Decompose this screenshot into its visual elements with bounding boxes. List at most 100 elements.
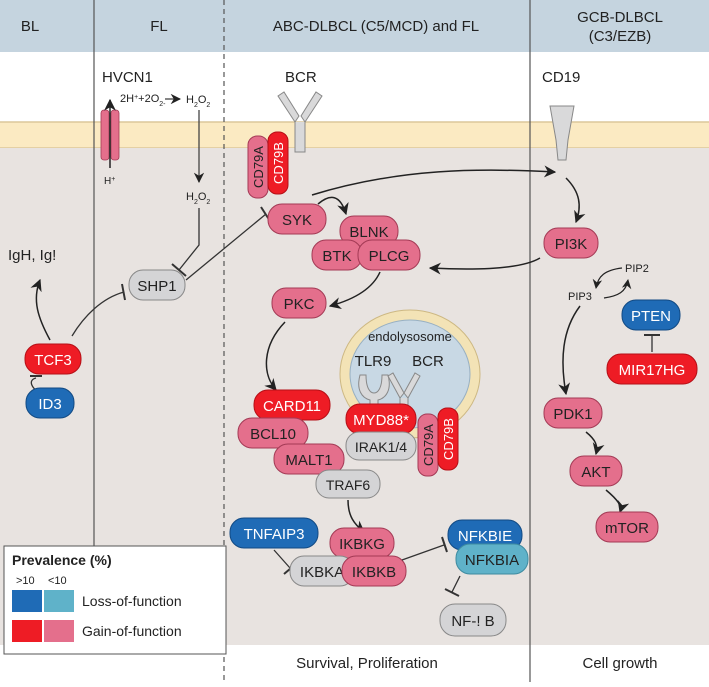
node-tnfaip3-label: TNFAIP3: [244, 526, 305, 543]
tcf3-inhibits-shp1: [71, 291, 125, 337]
column-header-gcb-line2: (C3/EZB): [589, 28, 652, 45]
tnfaip3-inhibits-ikbka: [273, 549, 291, 569]
node-tcf3: [24, 343, 82, 375]
pdk1-to-akt-arrow: [585, 431, 605, 456]
legend-swatch-gof-high: [12, 620, 42, 642]
pkc-to-card11-arrow: [264, 321, 286, 391]
survival-output: Survival, Proliferation: [296, 655, 438, 672]
tlr9-receptor-icon: [358, 374, 390, 421]
node-id3: [25, 387, 75, 419]
endolysosome-tlr9-label: TLR9: [355, 353, 392, 370]
node-cd79a-endo-label: CD79A: [421, 424, 436, 466]
node-pten-label: PTEN: [631, 308, 671, 325]
node-ikbka-label: IKBKA: [300, 564, 344, 581]
hvcn1-label: HVCN1: [102, 69, 153, 86]
h2o2-inhibits-shp1: [178, 208, 200, 271]
legend-swatch-lof-low: [44, 590, 74, 612]
pip3-to-pdk1-arrow: [558, 305, 581, 396]
nfkbi-nfkb-bar: [444, 588, 460, 597]
cd19-to-pi3k-arrow: [565, 177, 586, 224]
ros-reaction: 2H++2O2-: [120, 93, 166, 108]
cd19-receptor-icon: [549, 105, 575, 161]
legend-swatch-lof-high: [12, 590, 42, 612]
node-bcl10: [237, 417, 309, 449]
igh-output: IgH, Ig!: [8, 247, 56, 264]
pip2-to-pip3-arrow: [592, 267, 623, 289]
endolysosome-label: endolysosome: [368, 329, 452, 344]
column-header-bl: BL: [21, 18, 39, 35]
node-cd79b-endo: [437, 407, 459, 471]
node-traf6-label: TRAF6: [326, 477, 371, 493]
legend-swatch-gof-low: [44, 620, 74, 642]
pip2-label: PIP2: [625, 263, 649, 275]
legend-low-header: <10: [48, 575, 67, 587]
node-akt: [569, 455, 623, 487]
node-plcg: [357, 239, 421, 271]
node-traf6: [315, 469, 381, 499]
node-irak-label: IRAK1/4: [355, 439, 407, 455]
ikk-inhibits-nfkbi: [401, 544, 445, 561]
node-tcf3-label: TCF3: [34, 352, 72, 369]
node-blnk-label: BLNK: [349, 224, 388, 241]
legend-high-header: >10: [16, 575, 35, 587]
node-card11-label: CARD11: [263, 398, 321, 415]
node-ikbkb: [341, 555, 407, 587]
node-akt-label: AKT: [581, 464, 610, 481]
column-header-abc: ABC-DLBCL (C5/MCD) and FL: [273, 18, 479, 35]
node-mir17hg-label: MIR17HG: [619, 362, 686, 379]
node-cd79b: [267, 131, 289, 195]
node-pten: [621, 299, 681, 331]
node-nfkbie-label: NFKBIE: [458, 528, 512, 545]
shp1-inhibits-syk: [185, 213, 267, 281]
node-cd79b-endo-label: CD79B: [441, 418, 456, 460]
h2o2-inhibit-bar: [171, 263, 187, 277]
node-mtor: [595, 511, 659, 543]
node-shp1-label: SHP1: [137, 278, 176, 295]
node-pi3k: [543, 227, 599, 259]
node-nfkbia-label: NFKBIA: [465, 552, 519, 569]
legend-lof-label: Loss-of-function: [82, 593, 182, 609]
nfkbi-inhibits-nfkb: [451, 575, 461, 593]
h2o2-top: H2O2: [186, 94, 210, 109]
node-myd88-label: MYD88*: [353, 412, 409, 429]
pip3-to-pip2-arrow: [603, 279, 632, 299]
node-pi3k-label: PI3K: [555, 236, 588, 253]
node-nfkb: [439, 603, 507, 637]
endolysosome-bcr-label: BCR: [412, 353, 444, 370]
node-ikbkb-label: IKBKB: [352, 564, 396, 581]
node-ikbkg-label: IKBKG: [339, 536, 385, 553]
node-pkc-label: PKC: [284, 296, 315, 313]
ikk-nfkbi-bar: [441, 536, 448, 553]
pip3-label: PIP3: [568, 291, 592, 303]
node-pdk1: [543, 397, 603, 429]
prevalence-legend: Prevalence (%) >10 <10 Loss-of-function …: [3, 545, 227, 655]
growth-output: Cell growth: [582, 655, 657, 672]
pi3k-to-plcg-arrow: [428, 257, 541, 275]
h2o2-bottom: H2O2: [186, 191, 210, 206]
node-malt1: [273, 443, 345, 475]
node-mtor-label: mTOR: [605, 520, 649, 537]
node-malt1-label: MALT1: [285, 452, 332, 469]
column-header-gcb-line1: GCB-DLBCL: [577, 9, 663, 26]
node-nfkbia: [455, 543, 529, 575]
node-mir17hg: [606, 353, 698, 385]
node-id3-label: ID3: [38, 396, 61, 413]
node-cd79b-label: CD79B: [271, 142, 286, 184]
plcg-to-pkc-arrow: [328, 271, 381, 309]
syk-to-cd19-arrow: [311, 165, 557, 196]
node-syk-label: SYK: [282, 212, 312, 229]
syk-to-blnk-arrow: [317, 196, 349, 216]
node-nfkb-label: NF-! B: [451, 613, 494, 630]
header-band: [0, 0, 709, 52]
tcf3-shp1-bar: [121, 283, 126, 301]
node-shp1: [128, 269, 186, 301]
column-header-fl: FL: [150, 18, 168, 35]
legend-gof-label: Gain-of-function: [82, 623, 182, 639]
bcr-label: BCR: [285, 69, 317, 86]
node-tnfaip3: [229, 517, 319, 549]
node-irak: [345, 431, 417, 461]
legend-title: Prevalence (%): [12, 552, 112, 568]
tcf3-to-igh: [30, 278, 51, 341]
node-cd79a-label: CD79A: [251, 146, 266, 188]
